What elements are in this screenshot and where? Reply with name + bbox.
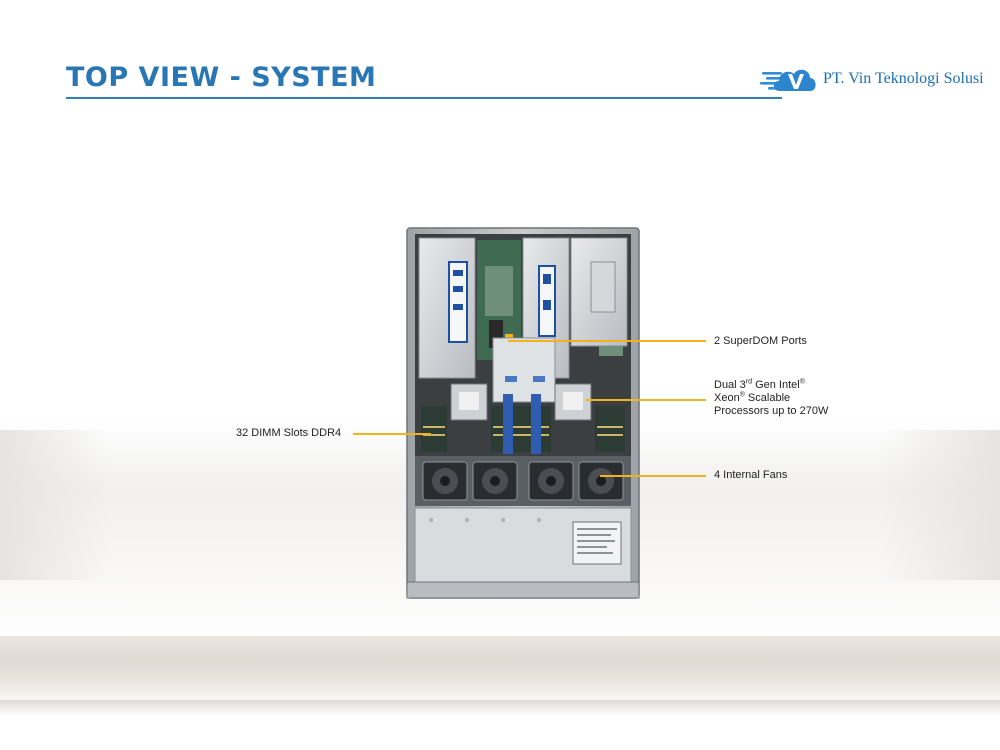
title-underline — [66, 97, 782, 99]
background-shelf — [0, 636, 1000, 706]
callout-fans-label: 4 Internal Fans — [714, 469, 788, 481]
company-name: PT. Vin Teknologi Solusi — [823, 70, 984, 87]
callout-superdom-label: 2 SuperDOM Ports — [714, 335, 807, 347]
processors-line1-sup: rd — [745, 378, 753, 386]
processors-line3: Processors up to 270W — [714, 405, 829, 417]
callout-line-superdom — [508, 340, 706, 342]
processors-line2-prefix: Xeon — [714, 392, 740, 404]
page-title: TOP VIEW - SYSTEM — [66, 62, 377, 93]
processors-line2-reg: ® — [739, 391, 745, 399]
server-top-view-image — [406, 227, 640, 599]
background-shelf-shadow — [0, 700, 1000, 716]
callout-line-dimm — [353, 433, 431, 435]
company-logo: PT. Vin Teknologi Solusi — [760, 63, 1000, 95]
callout-line-processors — [586, 399, 706, 401]
processors-line1-mid: Gen Intel — [752, 379, 800, 391]
callout-line-fans — [600, 475, 706, 477]
callout-processors-label: Dual 3rd Gen Intel® Xeon® Scalable Proce… — [714, 378, 829, 418]
processors-line1-prefix: Dual 3 — [714, 379, 746, 391]
callout-dimm-label: 32 DIMM Slots DDR4 — [236, 427, 342, 439]
background-shade-left — [0, 430, 110, 580]
background-shade-right — [880, 430, 1000, 580]
processors-line1-reg: ® — [799, 378, 805, 386]
cloud-v-logo-icon — [760, 69, 816, 91]
processors-line2-suffix: Scalable — [744, 392, 791, 404]
